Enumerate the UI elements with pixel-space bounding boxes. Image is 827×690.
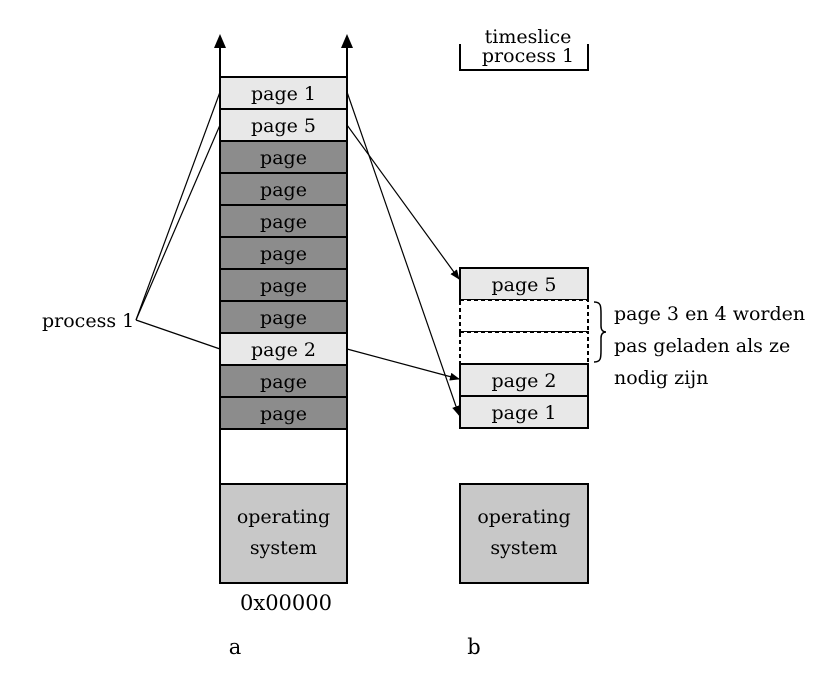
note-line1: page 3 en 4 worden: [614, 303, 805, 325]
memory-b-page-label: page 5: [491, 274, 556, 296]
memory-a-page-label: page: [260, 403, 307, 425]
memory-a-os-block: [219, 483, 348, 584]
memory-a-page-label: page: [260, 307, 307, 329]
memory-b-placeholder-slot: [459, 299, 589, 333]
process-lines: [135, 91, 221, 350]
memory-a-page-label: page 5: [251, 115, 316, 137]
memory-b-os-block: [459, 483, 589, 584]
memory-b-pages: page 5 page 2 page 1: [459, 267, 589, 429]
memory-a-pages: page 1 page 5 page page page page page page page…: [219, 76, 348, 430]
memory-a-page-label: page: [260, 243, 307, 265]
process-line-page1: [135, 91, 221, 321]
memory-b: timeslice process 1 page 5 page 2 page 1 o…: [459, 26, 589, 659]
memory-a-page-label: page: [260, 211, 307, 233]
memory-a-address: 0x00000: [240, 591, 332, 615]
memory-b-os-line2: system: [490, 537, 557, 559]
process-line-page5: [135, 124, 221, 321]
memory-b-page-slot: [459, 395, 589, 429]
arrow-page5: [346, 124, 460, 280]
timeslice-line1: timeslice: [485, 26, 572, 48]
memory-b-page-label: page 1: [491, 402, 556, 424]
process-label: process 1: [42, 310, 134, 332]
memory-a-page-label: page: [260, 275, 307, 297]
caption-b: b: [467, 635, 480, 659]
memory-b-os-line1: operating: [477, 506, 570, 528]
memory-b-page-slot: [459, 267, 589, 301]
mapping-arrows: [346, 91, 460, 416]
up-arrow-right-icon: [341, 34, 353, 48]
memory-a-page-slot: [219, 172, 348, 206]
memory-a-page-slot: [219, 236, 348, 270]
process-line-page2: [135, 319, 221, 350]
memory-a-page-label: page: [260, 147, 307, 169]
note-line2: pas geladen als ze: [614, 335, 790, 357]
curly-brace-icon: [593, 301, 607, 363]
arrow-page1: [346, 91, 460, 416]
arrow-page2: [346, 348, 460, 381]
memory-a-os-line1: operating: [237, 506, 330, 528]
memory-a: page 1 page 5 page page page page page page page…: [214, 34, 353, 659]
memory-b-page-label: page 2: [491, 370, 556, 392]
memory-b-placeholder-slot: [459, 331, 589, 365]
timeslice-line2: process 1: [482, 45, 574, 67]
memory-a-page-slot: [219, 396, 348, 430]
memory-b-page-slot: [459, 363, 589, 397]
memory-a-page-slot: [219, 268, 348, 302]
memory-a-page-slot: [219, 140, 348, 174]
up-arrow-left-icon: [214, 34, 226, 48]
caption-a: a: [229, 635, 242, 659]
memory-a-page-label: page: [260, 371, 307, 393]
memory-a-os-line2: system: [250, 537, 317, 559]
memory-a-page-label: page 1: [251, 83, 316, 105]
memory-a-page-slot: [219, 204, 348, 238]
timeslice-bracket: [459, 44, 589, 71]
note-line3: nodig zijn: [614, 367, 708, 389]
memory-a-page-label: page: [260, 179, 307, 201]
memory-a-page-label: page 2: [251, 339, 316, 361]
